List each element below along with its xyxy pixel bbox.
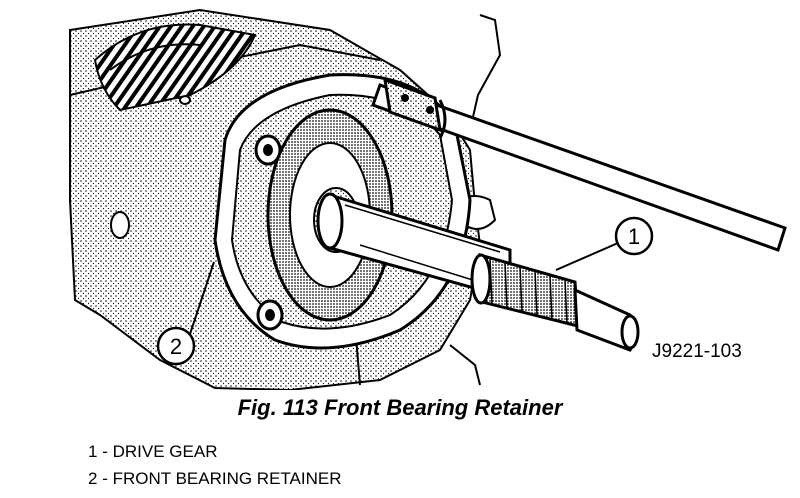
- legend-list: 1 - DRIVE GEAR 2 - FRONT BEARING RETAINE…: [88, 438, 342, 492]
- legend-item-separator: -: [102, 442, 108, 461]
- legend-item: 1 - DRIVE GEAR: [88, 438, 342, 465]
- legend-item-label: FRONT BEARING RETAINER: [112, 469, 342, 488]
- legend-item-label: DRIVE GEAR: [112, 442, 218, 461]
- legend-item-separator: -: [102, 469, 108, 488]
- callout-2-number: 2: [170, 334, 182, 359]
- drive-gear-splines: [470, 252, 580, 328]
- figure-id: J9221-103: [652, 341, 742, 362]
- removal-tool-rod: [371, 77, 787, 252]
- callout-1-number: 1: [628, 224, 640, 249]
- callout-1-circle: [614, 216, 654, 256]
- front-bearing-retainer-illustration: 1 2 J9221-103: [69, 8, 787, 390]
- figure-caption: Fig. 113 Front Bearing Retainer: [237, 395, 563, 420]
- callout-2: 2: [156, 261, 215, 366]
- callout-1: 1: [555, 216, 654, 271]
- legend-item: 2 - FRONT BEARING RETAINER: [88, 465, 342, 492]
- shaft-pilot-tip: [573, 287, 640, 352]
- legend-item-number: 1: [88, 442, 98, 461]
- drive-gear-shaft: [316, 192, 512, 300]
- callout-1-leader: [555, 242, 619, 271]
- gear-teeth: [93, 23, 257, 112]
- legend-item-number: 2: [88, 469, 98, 488]
- callout-2-leader: [189, 261, 215, 335]
- callout-2-circle: [156, 326, 196, 366]
